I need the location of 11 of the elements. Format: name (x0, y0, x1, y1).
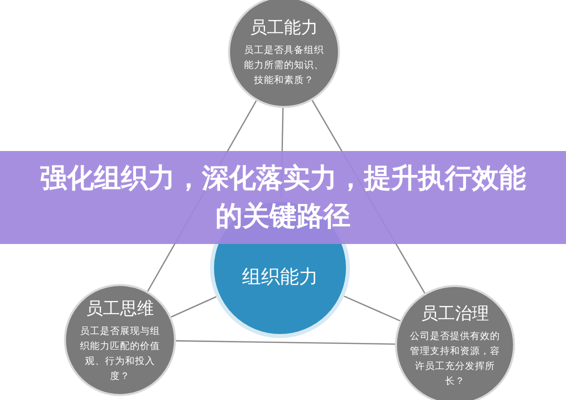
circle-question: 公司是否提供有效的管理支持和资源，容许员工充分发挥所长？ (408, 330, 501, 388)
title: 强化组织力，深化落实力，提升执行效能的关键路径 (39, 162, 527, 234)
circle-question: 员工是否展现与组织能力匹配的价值观、行为和投入度？ (78, 324, 161, 384)
connector-line (344, 296, 400, 322)
circle-heading: 员工思维 (86, 298, 154, 320)
circle-heading: 员工能力 (250, 17, 318, 39)
connector-line (170, 296, 216, 318)
circle-heading: 组织能力 (242, 265, 318, 290)
circle-heading: 员工治理 (421, 302, 489, 324)
connector-line (176, 340, 396, 345)
circle-question: 员工是否具备组织能力所需的知识、技能和素质？ (242, 44, 325, 88)
